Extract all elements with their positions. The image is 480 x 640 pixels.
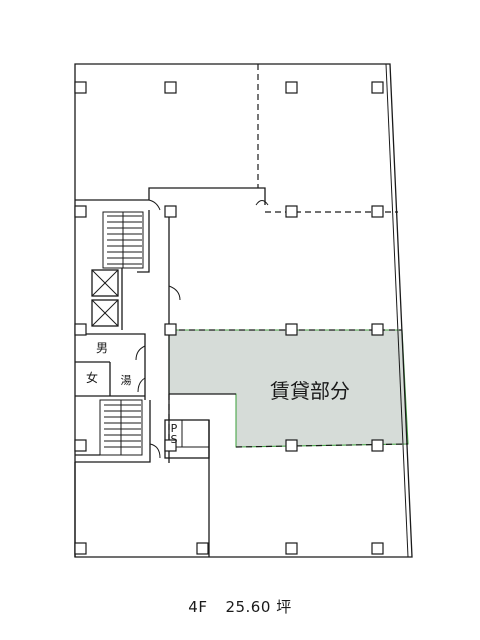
ps-label-p: P (171, 422, 178, 435)
upper-stair-treads (107, 212, 142, 268)
lower-core-wall (75, 400, 151, 463)
core-top-door (148, 199, 161, 211)
core-top-door-right (255, 200, 269, 206)
area-unit: 坪 (276, 598, 292, 616)
floor-caption: 4F 25.60 坪 (0, 596, 480, 617)
floor-number: 4F (188, 598, 208, 616)
outer-wall-inner-line (385, 63, 409, 558)
kitchen-door (137, 377, 146, 393)
ps-label-s: S (171, 433, 178, 446)
core-right-wall-outer (137, 210, 150, 273)
floor-area: 25.60 (225, 598, 271, 616)
restroom-walls (75, 333, 146, 400)
kitchen-label: 湯 (121, 374, 132, 387)
rental-area-label: 賃貸部分 (270, 379, 350, 403)
lower-core-door (149, 443, 161, 459)
core-top-wall (75, 187, 266, 205)
womens-restroom-label: 女 (86, 370, 98, 385)
elevator-1 (91, 269, 119, 297)
structural-columns (74, 81, 384, 555)
lower-stair-treads (104, 400, 141, 455)
core-door-arc (168, 285, 181, 301)
restroom-door (135, 345, 146, 361)
mens-restroom-label: 男 (96, 341, 108, 355)
elevator-2 (91, 299, 119, 327)
outer-wall (74, 63, 413, 558)
lobby-walls (74, 393, 236, 557)
